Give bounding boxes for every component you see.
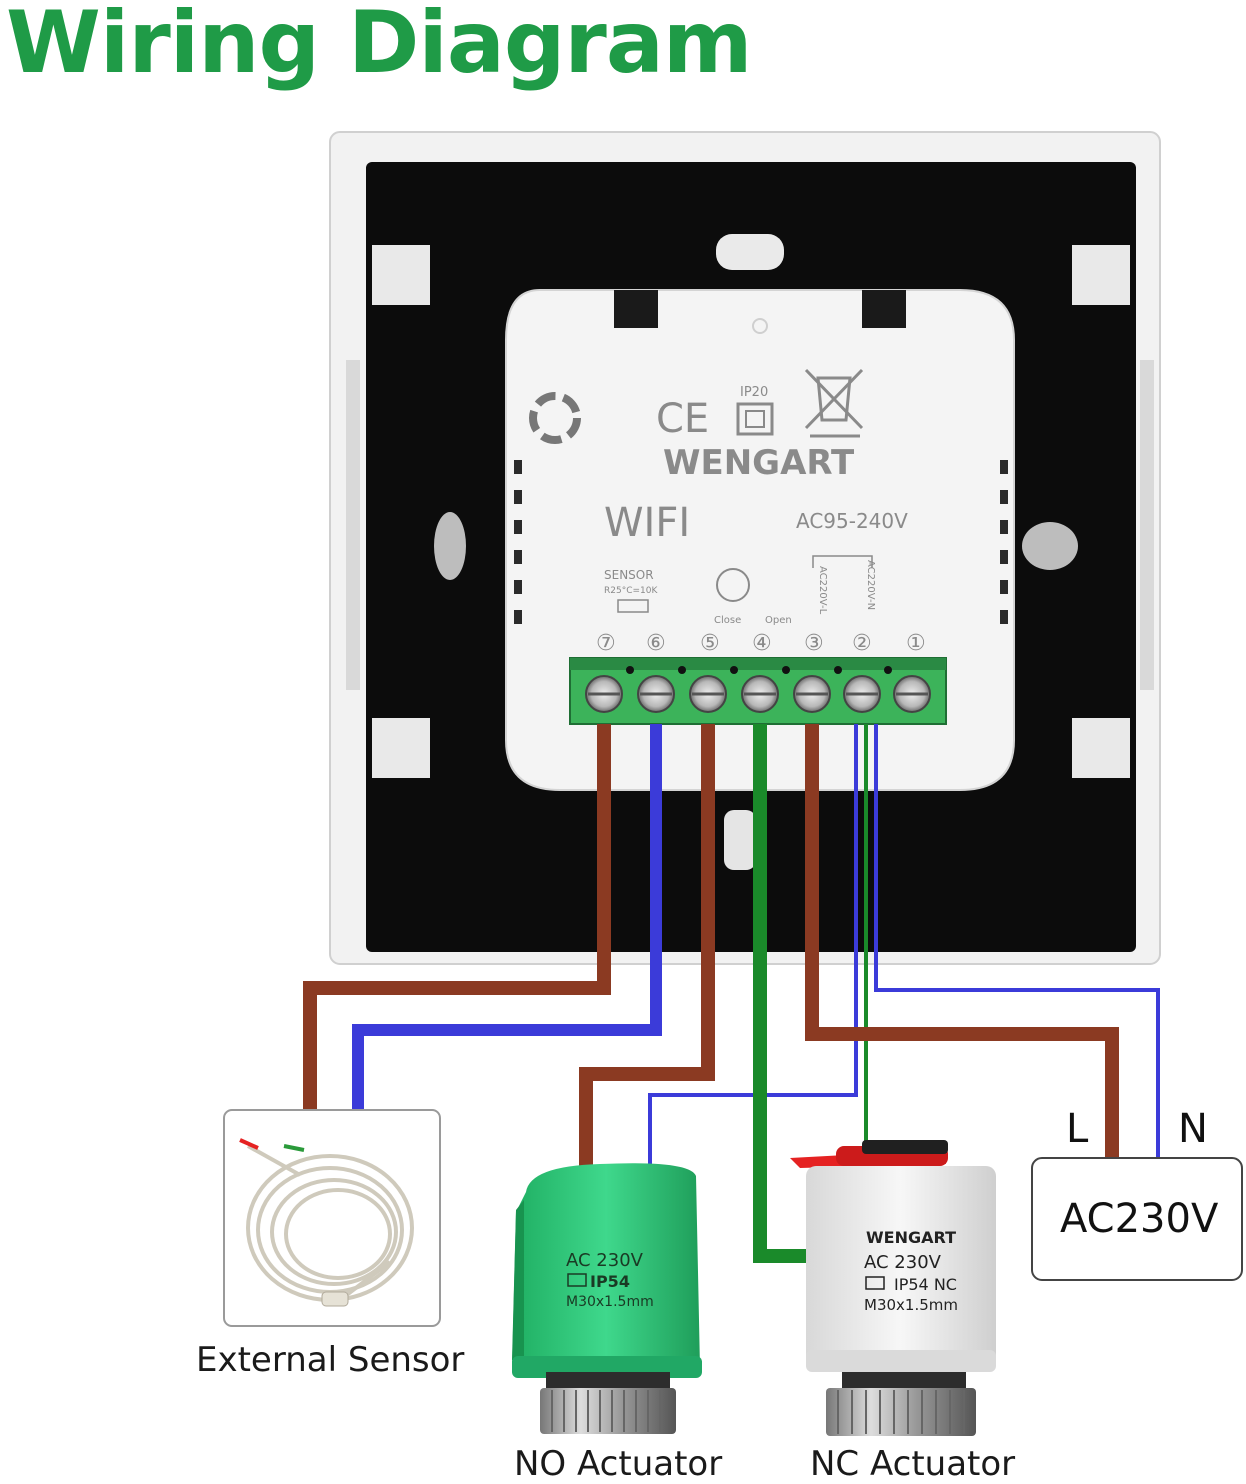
external-sensor-caption: External Sensor — [196, 1340, 465, 1380]
power-l-label: L — [1066, 1106, 1089, 1152]
resistor-icon — [617, 599, 649, 613]
no-actuator-thread: M30x1.5mm — [566, 1294, 654, 1310]
nc-actuator-thread: M30x1.5mm — [864, 1296, 958, 1314]
ip-rating: IP20 — [740, 385, 768, 400]
open-label: Open — [765, 615, 792, 626]
terminal-number-1: ① — [906, 631, 926, 656]
module-markings: CE IP20 WENGART WIFI AC95-240V SENSOR R2… — [596, 368, 926, 656]
wire-l-brown — [805, 724, 1119, 1158]
no-actuator: AC 230V IP54 M30x1.5mm — [512, 1163, 702, 1434]
ac-n-label: AC220V-N — [865, 560, 876, 610]
wire-no-actuator-brown — [579, 724, 715, 1166]
terminal-number-5: ⑤ — [700, 631, 720, 656]
terminal-block — [569, 657, 947, 725]
wire-sensor-brown — [303, 724, 611, 1110]
power-n-label: N — [1178, 1106, 1208, 1152]
nc-actuator-ip: IP54 NC — [894, 1275, 957, 1294]
terminal-number-4: ④ — [752, 631, 772, 656]
nc-actuator: WENGART AC 230V IP54 NC M30x1.5mm — [790, 1140, 996, 1436]
external-sensor — [223, 1109, 441, 1327]
wire-sensor-blue — [352, 724, 662, 1110]
weee-bin-icon — [804, 368, 864, 438]
terminal-number-2: ② — [852, 631, 872, 656]
wire-green — [753, 724, 808, 1263]
no-actuator-caption: NO Actuator — [514, 1444, 723, 1484]
nc-actuator-voltage: AC 230V — [864, 1252, 942, 1273]
page-title: Wiring Diagram — [6, 0, 752, 93]
ce-mark: CE — [656, 396, 709, 442]
power-box-label: AC230V — [1060, 1196, 1219, 1242]
valve-motor-icon — [716, 568, 750, 602]
sensor-spec: R25°C=10K — [604, 586, 658, 596]
wire-n-blue — [874, 724, 1160, 1158]
brand-label: WENGART — [663, 443, 855, 483]
terminal-number-3: ③ — [804, 631, 824, 656]
nc-actuator-caption: NC Actuator — [810, 1444, 1016, 1484]
nc-actuator-brand: WENGART — [866, 1228, 956, 1247]
ac-l-label: AC220V-L — [817, 566, 828, 615]
voltage-label: AC95-240V — [796, 509, 908, 533]
double-insulation-icon — [736, 402, 774, 436]
terminal-number-6: ⑥ — [646, 631, 666, 656]
sensor-label: SENSOR — [604, 568, 654, 582]
terminal-number-7: ⑦ — [596, 631, 616, 656]
wifi-label: WIFI — [604, 500, 690, 546]
power-supply-box — [1031, 1157, 1243, 1281]
no-actuator-ip: IP54 — [590, 1272, 630, 1291]
no-actuator-voltage: AC 230V — [566, 1250, 644, 1271]
wires — [303, 724, 1160, 1263]
close-label: Close — [714, 615, 741, 626]
